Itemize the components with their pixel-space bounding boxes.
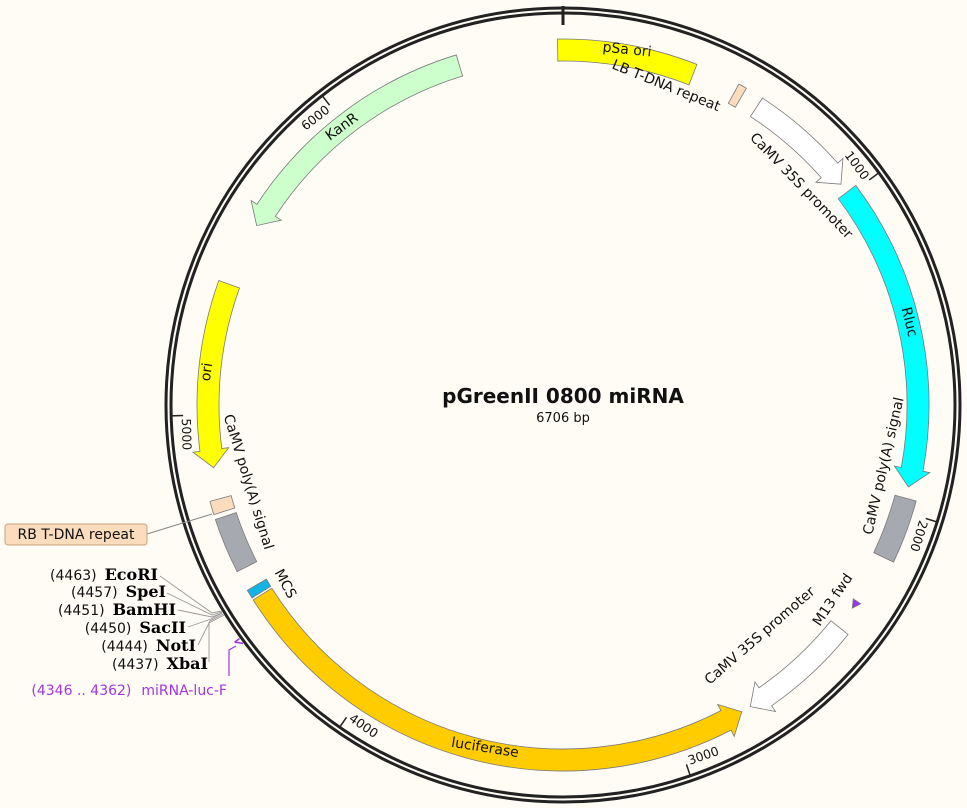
feature-camv35s-2[interactable]	[749, 620, 849, 713]
backbone-ring	[164, 6, 962, 804]
feature-label-rluc[interactable]: Rluc	[898, 305, 921, 338]
feature-lb-tdna[interactable]	[727, 83, 747, 108]
site-xbai[interactable]: (4437)XbaI	[112, 654, 208, 673]
feature-ori[interactable]	[191, 279, 241, 469]
rb-tdna-callout[interactable]: RB T-DNA repeat	[4, 513, 213, 546]
feature-mcs[interactable]	[246, 578, 272, 599]
feature-label-rb-tdna: RB T-DNA repeat	[17, 527, 135, 543]
rb-tdna-label-box	[4, 523, 148, 546]
plasmid-length: 6706 bp	[536, 411, 590, 426]
feature-rluc[interactable]	[837, 184, 931, 488]
tick-2000	[925, 517, 938, 523]
site-bamhi[interactable]: (4451)BamHI	[58, 600, 176, 619]
tick-3000	[685, 764, 692, 776]
feature-label-ori[interactable]: ori	[198, 362, 216, 382]
feature-kanr[interactable]	[250, 54, 464, 227]
feature-luciferase[interactable]	[252, 587, 743, 772]
tick-1000	[868, 172, 880, 181]
tick-4000	[339, 716, 348, 728]
plasmid-name: pGreenII 0800 miRNA	[442, 384, 684, 408]
tick-6000	[321, 95, 331, 106]
site-noti[interactable]: (4444)NotI	[101, 636, 196, 655]
feature-polya-1[interactable]	[873, 494, 917, 563]
features	[191, 38, 931, 772]
site-sacii[interactable]: (4450)SacII	[85, 618, 186, 637]
feature-rb-tdna[interactable]	[209, 495, 236, 516]
feature-m13-fwd[interactable]	[851, 598, 862, 609]
feature-label-psa-ori[interactable]: pSa ori	[602, 39, 652, 60]
primer-mirna-luc-f[interactable]: (4346 .. 4362)miRNA-luc-F	[31, 637, 244, 699]
feature-camv35s-1[interactable]	[749, 97, 844, 185]
feature-psa-ori[interactable]	[557, 38, 698, 86]
feature-label-m13-fwd[interactable]: M13 fwd	[810, 571, 856, 629]
primer-marker[interactable]	[234, 637, 244, 645]
feature-polya-2[interactable]	[214, 512, 258, 573]
restriction-sites: (4463)EcoRI (4457)SpeI (4451)BamHI (4450…	[50, 565, 225, 673]
tick-label-5000: 5000	[179, 418, 195, 450]
site-ecori[interactable]: (4463)EcoRI	[50, 565, 158, 584]
primer-label: (4346 .. 4362)miRNA-luc-F	[31, 683, 227, 699]
site-spei[interactable]: (4457)SpeI	[71, 582, 166, 601]
